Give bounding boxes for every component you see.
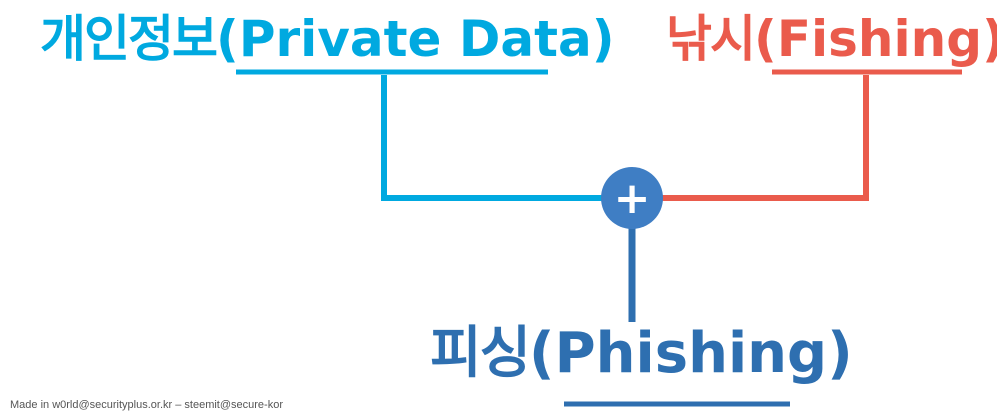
fishing-korean: 낚시 xyxy=(666,10,756,68)
fishing-label: 낚시(Fishing) xyxy=(666,14,997,64)
fishing-english: (Fishing) xyxy=(754,10,997,68)
plus-operator-circle xyxy=(601,167,663,229)
plus-icon: + xyxy=(614,173,651,224)
private-data-connector xyxy=(381,75,632,201)
private-data-korean: 개인정보 xyxy=(40,10,218,68)
fishing-connector xyxy=(632,75,869,201)
phishing-english: (Phishing) xyxy=(529,321,853,386)
private-data-label: 개인정보(Private Data) xyxy=(40,14,615,64)
phishing-korean: 피싱 xyxy=(430,321,531,386)
phishing-label: 피싱(Phishing) xyxy=(430,326,853,382)
private-data-english: (Private Data) xyxy=(216,10,615,68)
credit-text: Made in w0rld@securityplus.or.kr – steem… xyxy=(10,399,283,411)
